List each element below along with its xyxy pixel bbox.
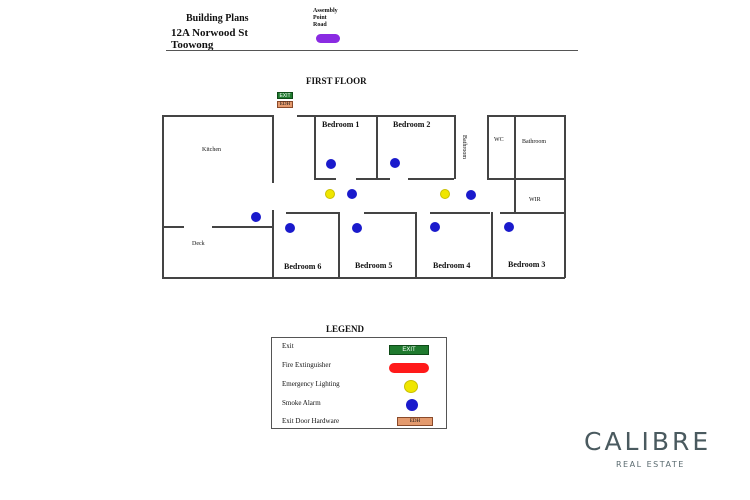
room-bathroom-vertical: Bathroom [461, 135, 467, 159]
assembly-label-line-2: Point [313, 15, 327, 21]
wall [314, 115, 316, 179]
wall [487, 115, 489, 179]
wall [162, 226, 184, 228]
wall [272, 210, 274, 278]
wall [286, 212, 338, 214]
wall [356, 178, 376, 180]
smoke-alarm-icon [285, 223, 295, 233]
brand-logo: CALIBRE [584, 427, 712, 456]
brand-tagline: REAL ESTATE [616, 460, 685, 469]
legend-exit-sign: EXIT [389, 345, 429, 355]
legend: Exit EXIT Fire Extinguisher Emergency Li… [271, 337, 447, 429]
room-wc: WC [494, 137, 504, 143]
entry-edh-sign: EDH [277, 101, 293, 108]
room-kitchen: Kitchen [202, 147, 221, 153]
address-line-1: 12A Norwood St [171, 27, 249, 39]
emergency-light-icon [325, 189, 335, 199]
wall [364, 212, 416, 214]
room-bedroom-4: Bedroom 4 [433, 261, 471, 270]
smoke-alarm-icon [430, 222, 440, 232]
room-wir: WIR [529, 197, 541, 203]
legend-label-exit: Exit [282, 342, 294, 350]
legend-label-emergency-lighting: Emergency Lighting [282, 380, 340, 388]
wall [491, 212, 493, 278]
wall [514, 115, 516, 213]
legend-title: LEGEND [326, 324, 365, 334]
wall [314, 178, 336, 180]
emergency-light-icon [404, 380, 418, 393]
emergency-light-icon [440, 189, 450, 199]
room-bathroom: Bathroom [522, 139, 546, 145]
wall [162, 277, 565, 279]
room-bedroom-2: Bedroom 2 [393, 120, 431, 129]
assembly-label-line-3: Road [313, 22, 327, 28]
assembly-label-line-1: Assembly [313, 8, 338, 14]
wall [338, 212, 340, 278]
wall [564, 115, 566, 278]
room-bedroom-5: Bedroom 5 [355, 261, 393, 270]
address: 12A Norwood St Toowong [171, 27, 248, 51]
smoke-alarm-icon [504, 222, 514, 232]
room-bedroom-6: Bedroom 6 [284, 262, 322, 271]
wall [487, 115, 565, 117]
floor-label: FIRST FLOOR [306, 76, 367, 86]
legend-label-fire-extinguisher: Fire Extinguisher [282, 361, 331, 369]
legend-label-smoke-alarm: Smoke Alarm [282, 399, 321, 407]
header-divider [166, 50, 578, 51]
smoke-alarm-icon [251, 212, 261, 222]
smoke-alarm-icon [347, 189, 357, 199]
legend-label-exit-door-hardware: Exit Door Hardware [282, 417, 340, 425]
plan-title: Building Plans [186, 13, 249, 24]
room-deck: Deck [192, 241, 205, 247]
smoke-alarm-icon [352, 223, 362, 233]
assembly-point-marker [316, 34, 340, 43]
wall [487, 178, 564, 180]
wall [415, 212, 417, 278]
wall [212, 226, 272, 228]
smoke-alarm-icon [326, 159, 336, 169]
wall [162, 115, 164, 278]
assembly-point-label: Assembly Point Road [313, 8, 338, 29]
wall [408, 178, 454, 180]
smoke-alarm-icon [406, 399, 418, 411]
address-line-2: Toowong [171, 39, 214, 51]
room-bedroom-3: Bedroom 3 [508, 260, 546, 269]
fire-extinguisher-icon [389, 363, 429, 373]
wall [454, 115, 456, 179]
legend-edh-sign: EDH [397, 417, 433, 426]
wall [500, 212, 514, 214]
smoke-alarm-icon [390, 158, 400, 168]
wall [272, 115, 274, 183]
wall [376, 178, 390, 180]
wall [430, 212, 490, 214]
room-bedroom-1: Bedroom 1 [322, 120, 360, 129]
wall [162, 115, 272, 117]
smoke-alarm-icon [466, 190, 476, 200]
wall [376, 115, 378, 179]
wall [514, 212, 564, 214]
entry-exit-sign: EXIT [277, 92, 293, 99]
